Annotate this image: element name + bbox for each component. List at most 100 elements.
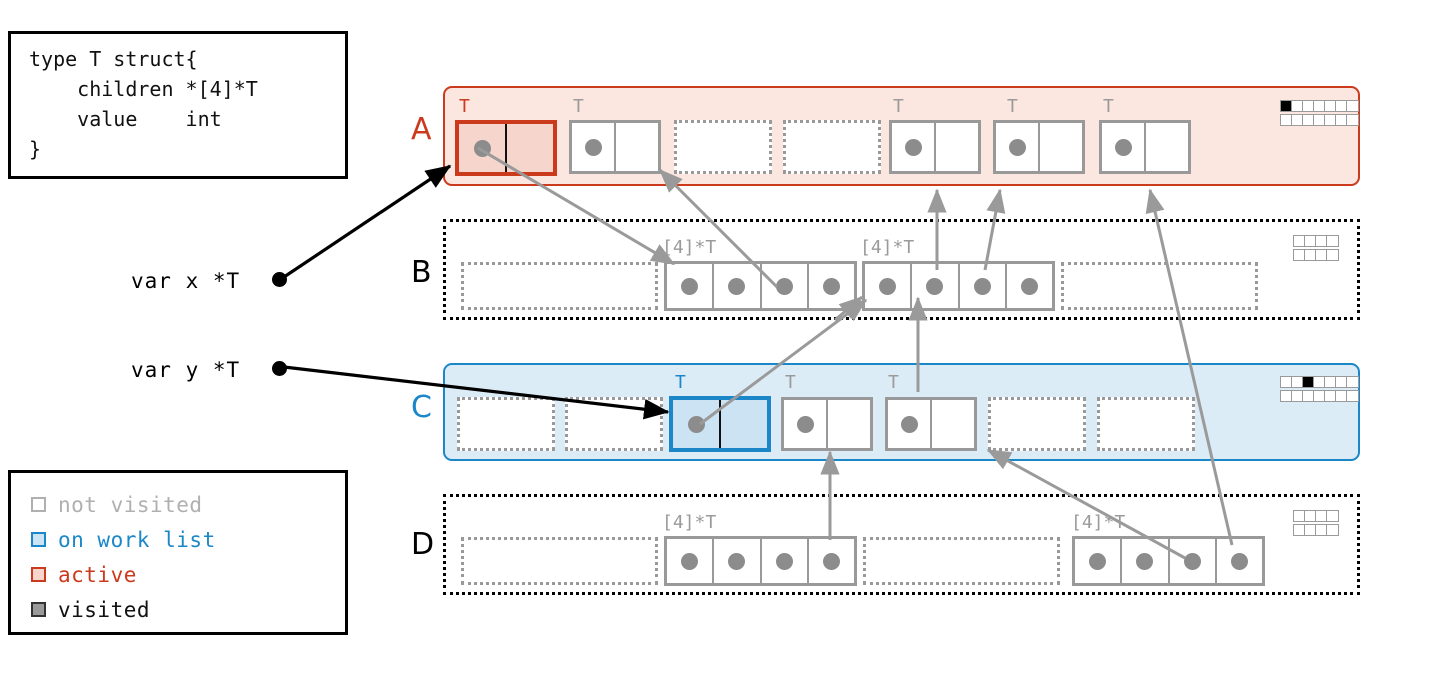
array-slot[interactable] <box>667 539 715 583</box>
pointer-dot <box>681 552 699 570</box>
array-slot[interactable] <box>667 264 715 308</box>
bitmap-cell <box>1325 377 1336 387</box>
legend-label-visited: visited <box>58 597 151 622</box>
pointer-dot <box>1089 552 1107 570</box>
bitmap-cell <box>1294 236 1305 246</box>
row-a-cell-0[interactable] <box>455 120 557 176</box>
array-slot[interactable] <box>1122 539 1170 583</box>
type-label-d-3: [4]*T <box>1071 512 1126 533</box>
pointer-dot <box>879 277 897 295</box>
array-slot[interactable] <box>809 264 854 308</box>
bitmap-cell <box>1281 377 1292 387</box>
array-slot <box>1064 265 1255 307</box>
type-label-a-5: T <box>1007 96 1018 117</box>
bitmap-cell <box>1303 391 1314 401</box>
row-a-cell-4[interactable] <box>889 120 981 174</box>
row-a-cell-2[interactable] <box>674 120 772 174</box>
bitmap-cell <box>1347 115 1358 125</box>
pointer-dot <box>775 552 793 570</box>
pointer-dot <box>1114 138 1132 156</box>
row-b-array-1[interactable] <box>664 261 857 311</box>
row-letter-b: B <box>411 255 432 290</box>
legend-box: not visited on work list active visited <box>8 470 348 635</box>
bitmap-cell <box>1347 101 1358 111</box>
bitmap-cell <box>1292 377 1303 387</box>
row-c-cell-2[interactable] <box>669 396 771 452</box>
row-c-cell-1[interactable] <box>565 397 663 451</box>
bitmap-cell <box>1327 250 1338 260</box>
array-slot[interactable] <box>762 539 809 583</box>
array-slot[interactable] <box>912 264 960 308</box>
array-slot[interactable] <box>1217 539 1262 583</box>
row-c-cell-4[interactable] <box>885 397 977 451</box>
row-c-cell-5[interactable] <box>988 397 1086 451</box>
legend-label-not-visited: not visited <box>58 492 203 517</box>
bitmap-indicator-d <box>1293 510 1339 536</box>
row-a-cell-1[interactable] <box>569 120 661 174</box>
bitmap-cell <box>1303 377 1314 387</box>
type-label-a-1: T <box>573 96 584 117</box>
array-slot[interactable] <box>714 539 762 583</box>
type-label-b-1: [4]*T <box>662 237 717 258</box>
row-a-cell-6[interactable] <box>1099 120 1191 174</box>
type-label-a-0: T <box>459 96 470 117</box>
bitmap-cell <box>1292 391 1303 401</box>
row-b-array-3[interactable] <box>1061 262 1258 310</box>
var-x-label: var x *T <box>131 269 241 293</box>
bitmap-cell <box>1316 236 1327 246</box>
row-c-cell-3[interactable] <box>781 397 873 451</box>
array-slot[interactable] <box>714 264 762 308</box>
row-d-array-3[interactable] <box>1072 536 1265 586</box>
array-slot[interactable] <box>1170 539 1217 583</box>
array-slot[interactable] <box>865 264 913 308</box>
bitmap-cell <box>1347 391 1358 401</box>
array-slot[interactable] <box>809 539 854 583</box>
bitmap-cell <box>1327 525 1338 535</box>
bitmap-cell <box>1281 115 1292 125</box>
array-slot[interactable] <box>960 264 1007 308</box>
pointer-dot <box>728 277 746 295</box>
legend-swatch-not-visited <box>31 497 46 512</box>
legend-label-active: active <box>58 562 137 587</box>
bitmap-cell <box>1294 525 1305 535</box>
bitmap-cell <box>1316 250 1327 260</box>
array-slot[interactable] <box>1007 264 1052 308</box>
region-a: T T T T T <box>443 86 1360 186</box>
bitmap-row-bottom <box>1293 249 1339 261</box>
bitmap-indicator-b <box>1293 235 1339 261</box>
row-c-cell-6[interactable] <box>1097 397 1195 451</box>
bitmap-cell <box>1303 101 1314 111</box>
row-letter-a: A <box>411 112 432 147</box>
row-b-array-2[interactable] <box>862 261 1055 311</box>
row-d-array-1[interactable] <box>664 536 857 586</box>
bitmap-cell <box>1336 101 1347 111</box>
bitmap-cell <box>1281 391 1292 401</box>
bitmap-cell <box>1314 377 1325 387</box>
row-b-array-0[interactable] <box>461 262 658 310</box>
row-d-array-2[interactable] <box>863 537 1060 585</box>
bitmap-cell <box>1327 236 1338 246</box>
bitmap-indicator-a <box>1280 100 1359 126</box>
bitmap-cell <box>1325 115 1336 125</box>
array-slot[interactable] <box>762 264 809 308</box>
bitmap-row-bottom <box>1293 524 1339 536</box>
array-slot[interactable] <box>1075 539 1123 583</box>
region-b: [4]*T [4]*T <box>443 219 1360 320</box>
bitmap-cell <box>1336 115 1347 125</box>
row-a-cell-3[interactable] <box>783 120 881 174</box>
bitmap-cell <box>1305 511 1316 521</box>
pointer-dot <box>904 138 922 156</box>
bitmap-cell <box>1292 115 1303 125</box>
bitmap-cell <box>1292 101 1303 111</box>
pointer-dot <box>1008 138 1026 156</box>
row-a-cell-5[interactable] <box>993 120 1085 174</box>
legend-item-visited: visited <box>31 592 345 627</box>
row-c-cell-0[interactable] <box>457 397 555 451</box>
type-label-b-2: [4]*T <box>860 237 915 258</box>
pointer-dot <box>1020 277 1038 295</box>
pointer-dot <box>973 277 991 295</box>
row-d-array-0[interactable] <box>461 537 658 585</box>
bitmap-cell <box>1316 525 1327 535</box>
pointer-dot <box>728 552 746 570</box>
pointer-dot <box>687 415 705 433</box>
